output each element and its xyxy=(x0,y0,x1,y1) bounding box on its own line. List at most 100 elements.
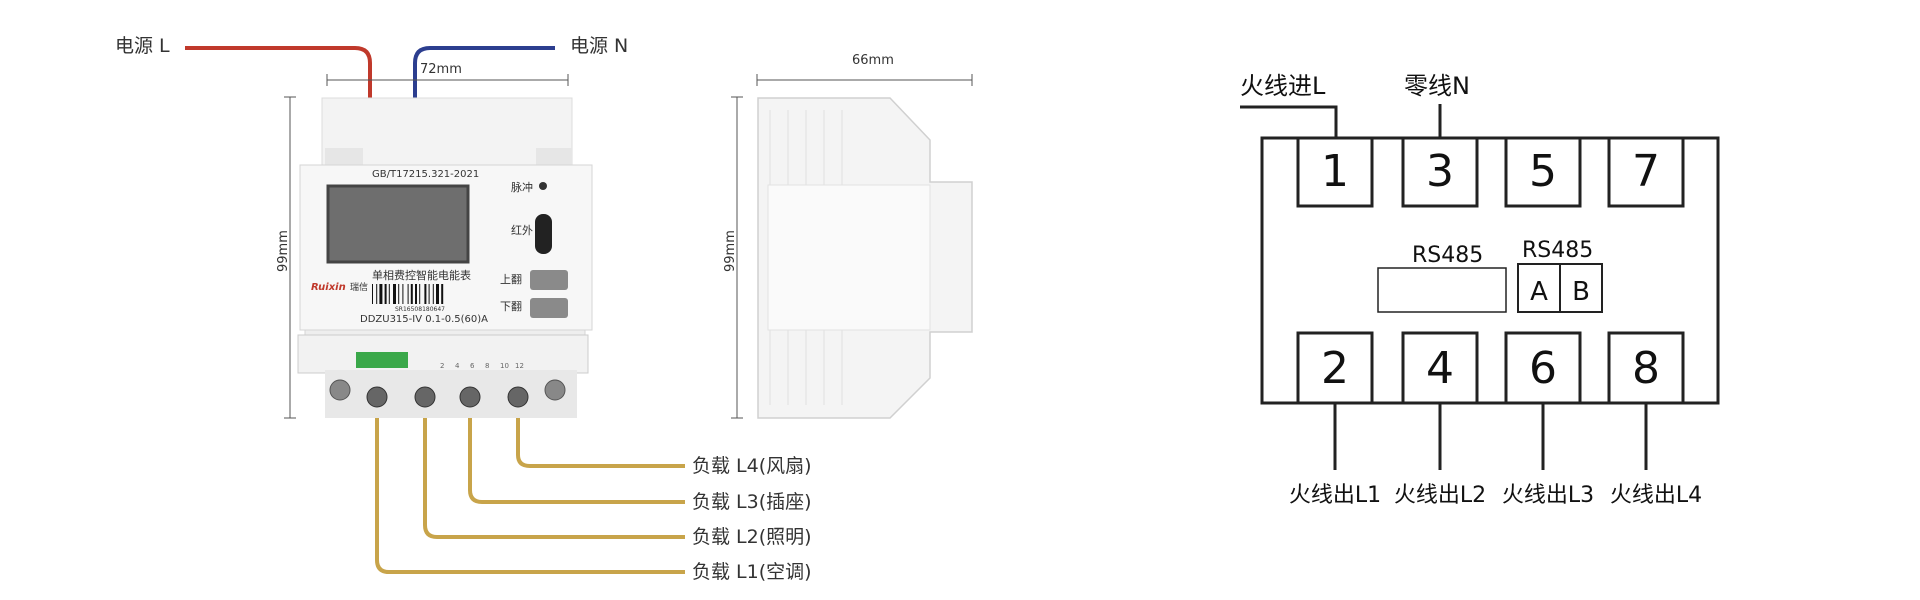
meter-side-view: 66mm 99mm xyxy=(723,53,973,419)
down-button[interactable] xyxy=(530,298,568,318)
live-input-wire xyxy=(185,46,372,100)
terminal-7-label: 7 xyxy=(1632,146,1660,197)
barcode-bar xyxy=(415,284,417,304)
meter-top-tab-right xyxy=(536,148,572,168)
terminal-number: 8 xyxy=(485,362,489,370)
barcode-bar xyxy=(441,284,444,304)
out-label-l2: 火线出L2 xyxy=(1394,483,1486,508)
out-label-l3: 火线出L3 xyxy=(1502,483,1594,508)
model-text: DDZU315-IV 0.1-0.5(60)A xyxy=(360,314,488,325)
terminal-screw xyxy=(544,379,566,401)
terminal-4-label: 4 xyxy=(1426,343,1454,394)
terminal-number: 6 xyxy=(470,362,475,370)
out-label-l4: 火线出L4 xyxy=(1610,483,1702,508)
terminal-8-label: 8 xyxy=(1632,343,1660,394)
terminal-screw xyxy=(329,379,351,401)
ir-label: 红外 xyxy=(511,224,533,237)
side-height-dimension: 99mm xyxy=(723,96,743,419)
terminal-block: 2 4 6 8 10 12 xyxy=(325,352,577,418)
out-label-l1: 火线出L1 xyxy=(1289,483,1381,508)
meter-terminal-shelf xyxy=(297,334,589,374)
serial-number: SR16508180647 xyxy=(395,306,445,313)
top-terminals: 1 3 5 7 xyxy=(1296,136,1685,208)
barcode-bar xyxy=(419,284,421,304)
bottom-terminals: 2 4 6 8 xyxy=(1296,331,1685,405)
terminal-6 xyxy=(1504,331,1582,405)
meter-standard-text: GB/T17215.321-2021 xyxy=(372,169,479,180)
barcode-bar xyxy=(436,284,439,304)
down-button-label: 下翻 xyxy=(500,299,522,313)
terminal-number: 12 xyxy=(515,362,524,370)
terminal-3-label: 3 xyxy=(1426,146,1454,197)
terminal-screw xyxy=(366,386,388,408)
terminal-number: 4 xyxy=(455,362,460,370)
terminal-1 xyxy=(1296,136,1374,208)
barcode-bar xyxy=(428,284,430,304)
terminal-2 xyxy=(1296,331,1374,405)
load-label-l3: 负载 L3(插座) xyxy=(692,491,812,513)
brand-cn: 瑞信 xyxy=(350,281,368,293)
terminal-screw xyxy=(507,386,529,408)
neutral-label: 零线N xyxy=(1404,72,1470,100)
ir-window-icon xyxy=(535,214,552,254)
terminal-8 xyxy=(1607,331,1685,405)
lcd-display xyxy=(326,184,470,264)
load-label-l2: 负载 L2(照明) xyxy=(692,526,812,548)
barcode-bar xyxy=(402,284,404,304)
load-wire-l3 xyxy=(468,418,685,504)
side-center-panel xyxy=(767,184,931,331)
meter-top-tab-left xyxy=(325,148,363,168)
live-in-label: 火线进L xyxy=(1240,72,1326,100)
rs485-left-box xyxy=(1377,267,1507,313)
terminal-screw xyxy=(459,386,481,408)
rs485-left-label: RS485 xyxy=(1412,243,1483,268)
barcode xyxy=(372,284,444,304)
power-n-label: 电源 N xyxy=(570,35,628,57)
barcode-bar xyxy=(410,284,413,304)
barcode-bar xyxy=(388,284,390,304)
height-dimension: 99mm xyxy=(276,96,296,419)
terminal-2-label: 2 xyxy=(1321,343,1349,394)
rs485-right-label: RS485 xyxy=(1522,238,1593,263)
neutral-input-wire xyxy=(413,46,555,100)
load-wire-l2 xyxy=(423,418,685,539)
terminal-3 xyxy=(1401,136,1479,208)
height-dim-label: 99mm xyxy=(276,230,291,272)
up-button[interactable] xyxy=(530,270,568,290)
width-dim-label: 72mm xyxy=(420,62,462,77)
barcode-bar xyxy=(407,284,409,304)
barcode-bar xyxy=(376,284,378,304)
terminal-5 xyxy=(1504,136,1582,208)
pulse-led-icon xyxy=(539,182,547,190)
barcode-bar xyxy=(424,284,427,304)
width-dimension: 72mm xyxy=(326,62,569,86)
terminal-screw xyxy=(414,386,436,408)
barcode-bar xyxy=(384,284,387,304)
terminal-7 xyxy=(1607,136,1685,208)
barcode-bar xyxy=(372,284,373,304)
rs485-a-label: A xyxy=(1530,277,1548,307)
load-label-l4: 负载 L4(风扇) xyxy=(692,455,812,477)
barcode-bar xyxy=(432,284,434,304)
wiring-schematic: 火线进L 零线N 1 3 5 7 RS485 RS485 A B 2 4 xyxy=(1240,72,1720,508)
terminal-5-label: 5 xyxy=(1529,146,1557,197)
pulse-label: 脉冲 xyxy=(511,180,533,194)
load-wire-l1 xyxy=(375,418,685,574)
schematic-outer-box xyxy=(1260,136,1720,405)
meter-front-view: 电源 L 电源 N 72mm 99mm GB/T17215.321-2021 脉… xyxy=(115,35,812,583)
terminal-number: 10 xyxy=(500,362,509,370)
power-l-label: 电源 L xyxy=(115,35,170,57)
barcode-bar xyxy=(398,284,400,304)
side-height-dim-label: 99mm xyxy=(723,230,738,272)
brand-logo: Ruixin xyxy=(311,282,346,293)
barcode-bar xyxy=(393,284,396,304)
up-button-label: 上翻 xyxy=(500,272,522,286)
rs485-b-label: B xyxy=(1572,277,1590,307)
terminal-1-label: 1 xyxy=(1321,146,1349,197)
barcode-bar xyxy=(379,284,383,304)
load-wire-l4 xyxy=(516,418,685,468)
terminal-number: 2 xyxy=(440,362,444,370)
load-label-l1: 负载 L1(空调) xyxy=(692,561,812,583)
terminal-6-label: 6 xyxy=(1529,343,1557,394)
